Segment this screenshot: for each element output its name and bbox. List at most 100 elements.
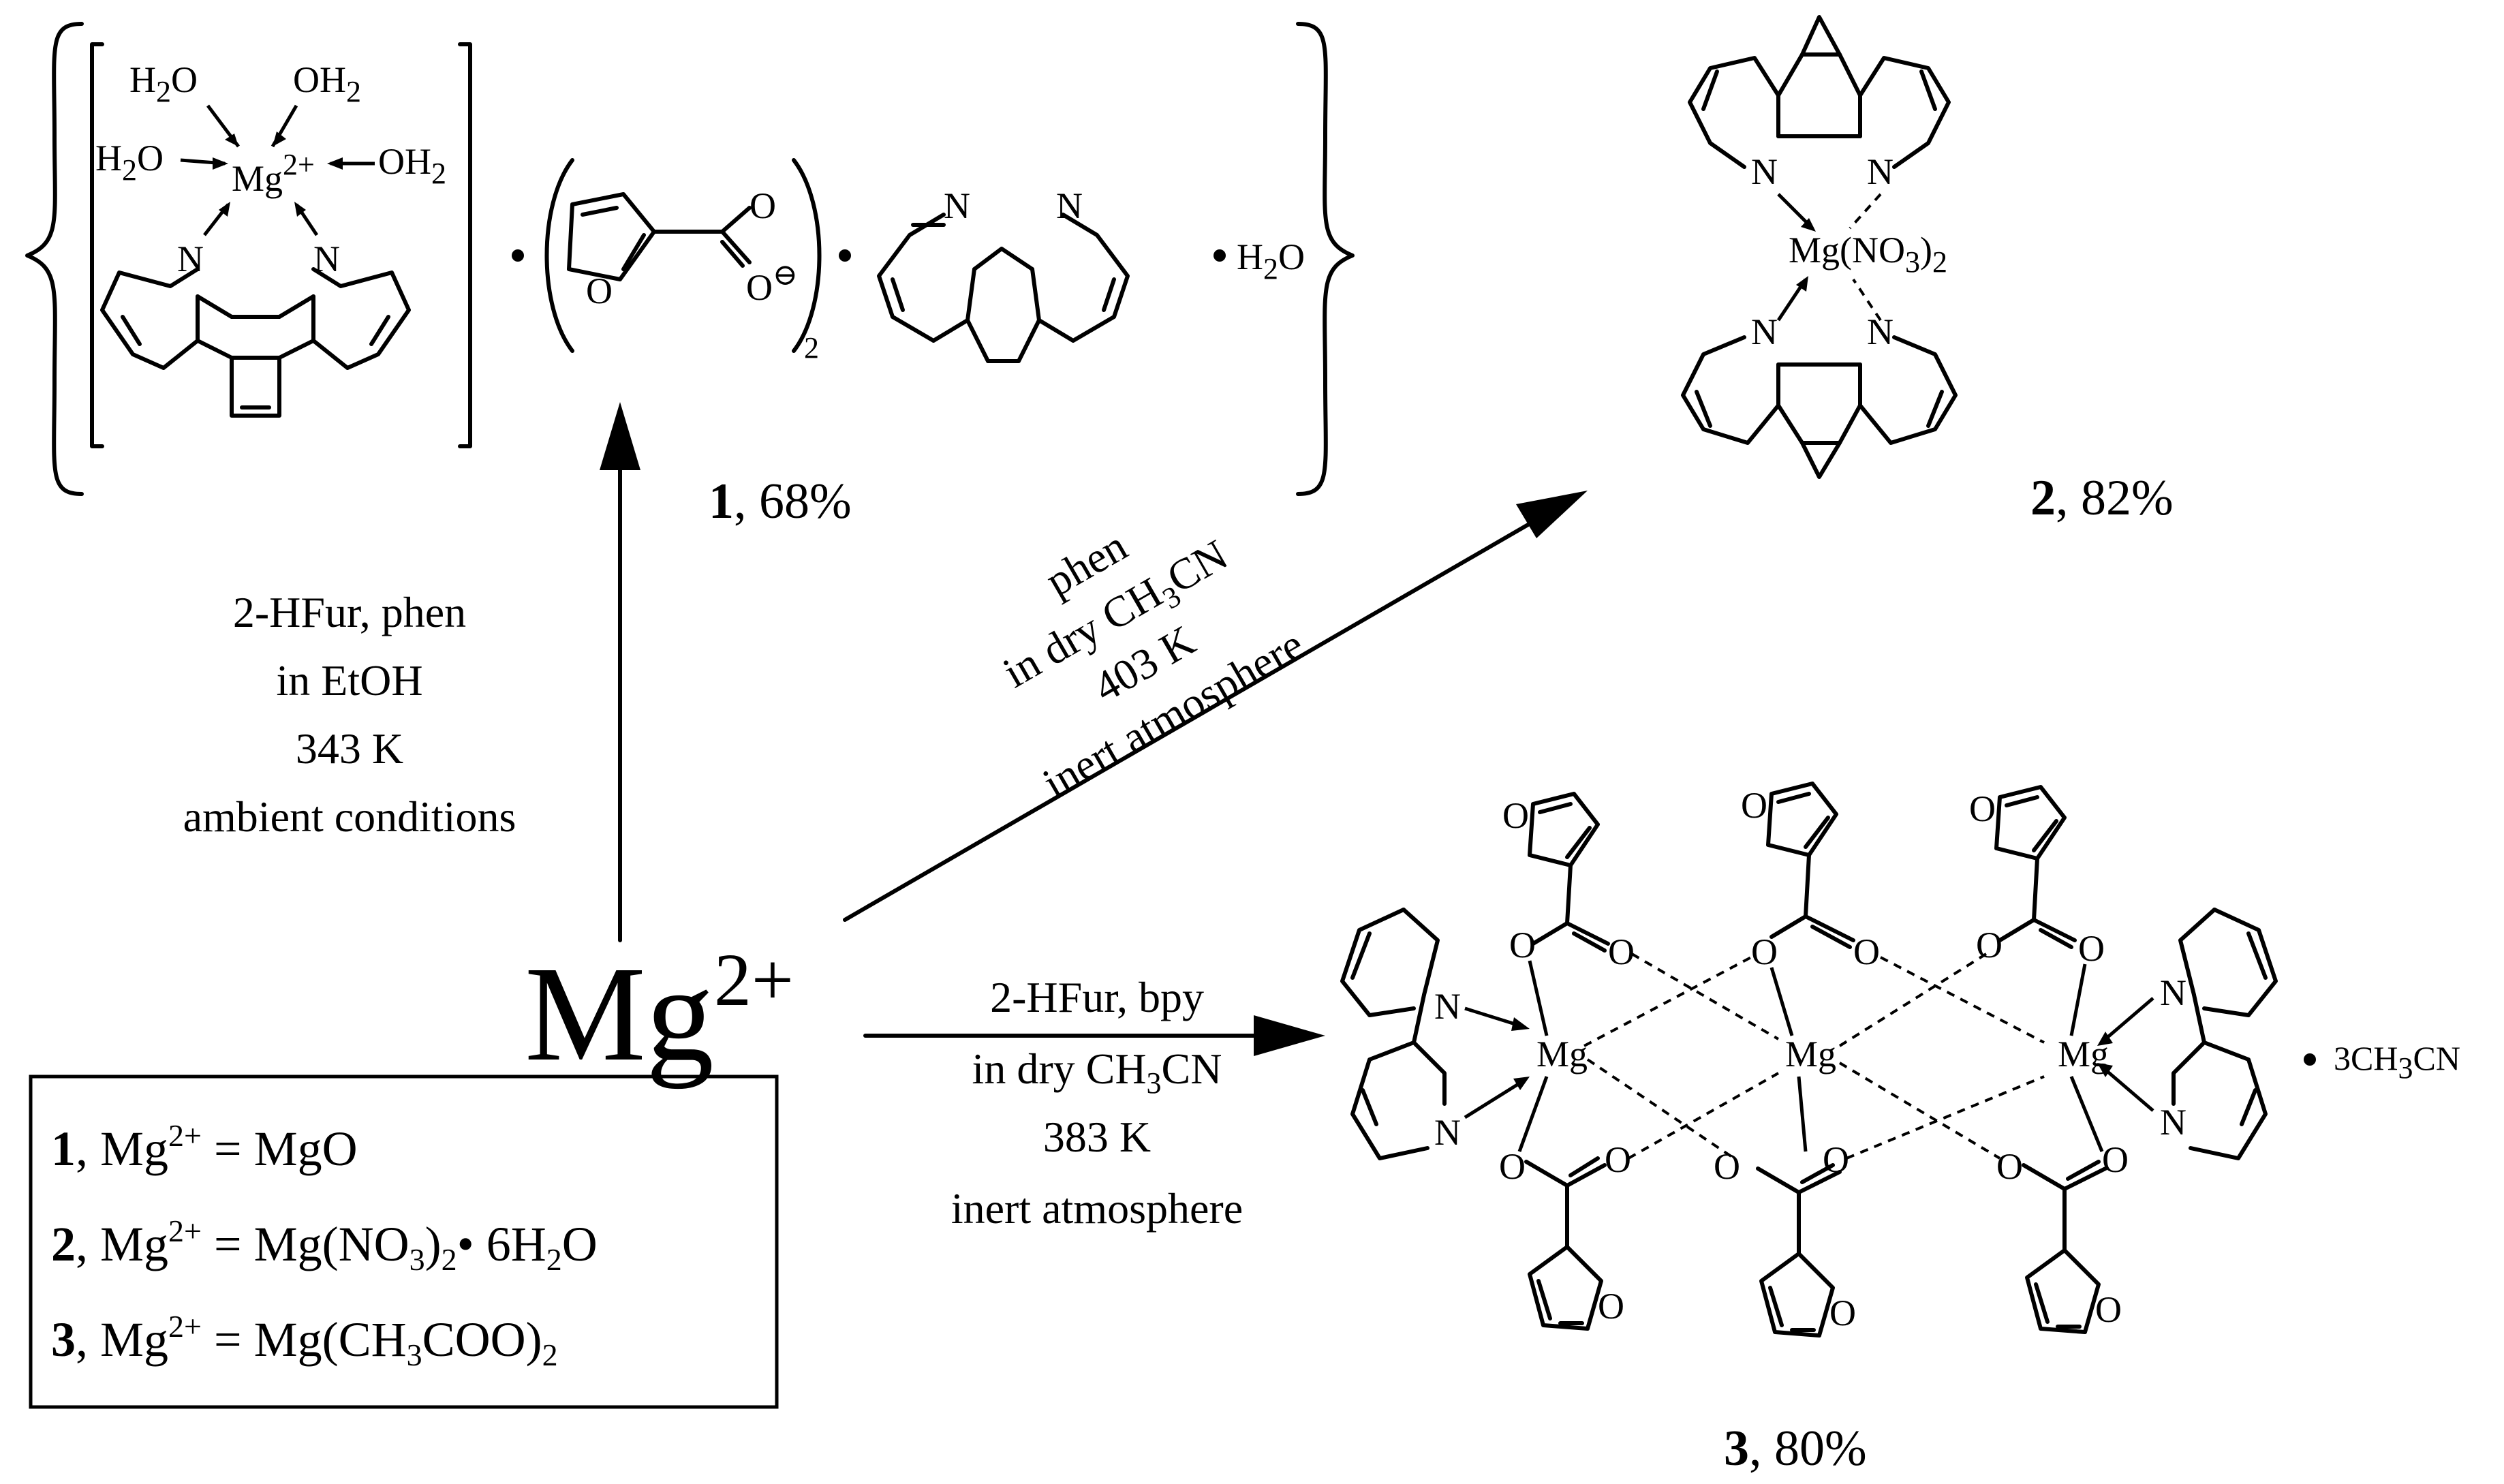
mg-complex-label: Mg2+ xyxy=(232,148,315,199)
bullet xyxy=(839,249,851,262)
oxygen-atom: O xyxy=(1499,1146,1526,1187)
coord-arrow xyxy=(1464,1006,1520,1027)
cond-reagents: 2-HFur, bpy xyxy=(990,973,1204,1021)
cond-temperature: 343 K xyxy=(296,724,403,773)
furoate-bottom-right xyxy=(2022,1160,2107,1334)
bipyridine-right xyxy=(2171,908,2278,1160)
water-molecule: H2O xyxy=(1237,236,1305,285)
compound-2-yield: 2, 82% xyxy=(2030,470,2174,526)
arrowhead xyxy=(1801,218,1816,232)
water-ligand-1: H2O xyxy=(129,59,198,108)
furoate-bottom-middle xyxy=(1756,1163,1842,1338)
nitrogen-atom: N xyxy=(1867,151,1894,192)
free-phenanthroline xyxy=(877,213,1130,363)
nitrogen-atom: N xyxy=(1056,185,1083,226)
legend-box: 1, Mg2+ = MgO 2, Mg2+ = Mg(NO3)2• 6H2O 3, … xyxy=(29,1075,779,1409)
oxygen-atom: O xyxy=(1751,931,1778,972)
oxygen-atom: O xyxy=(1605,1139,1631,1180)
paren-right xyxy=(792,158,822,353)
cond-reagents: 2-HFur, phen xyxy=(233,588,466,636)
arrowhead xyxy=(1796,276,1808,292)
compound-1-yield: 1, 68% xyxy=(709,474,852,529)
oxygen-atom: O xyxy=(1976,925,2003,965)
arrowhead xyxy=(1513,1077,1530,1090)
furoate-top-right xyxy=(1994,785,2077,949)
oxygen-atom: O xyxy=(1853,931,1880,972)
arrowhead xyxy=(2097,1032,2113,1046)
oxygen-atom: O xyxy=(1829,1293,1856,1333)
cond-atmosphere: ambient conditions xyxy=(183,792,516,841)
furoate-top-middle xyxy=(1766,782,1855,949)
oxygen-atom: O xyxy=(749,185,776,226)
mg-center-middle: Mg xyxy=(1785,1034,1836,1075)
curly-brace-right xyxy=(1296,22,1355,496)
arrowhead xyxy=(213,157,228,170)
coord-arrow xyxy=(1464,1081,1521,1119)
arrowhead xyxy=(2097,1063,2113,1077)
conditions-diagonal: phen in dry CH3CN 403 K inert atmosphere xyxy=(995,521,1312,807)
nitrogen-atom: N xyxy=(2160,972,2186,1013)
coord-arrow xyxy=(2104,1068,2154,1112)
conditions-right: 2-HFur, bpy in dry CH3CN 383 K inert atm… xyxy=(951,973,1243,1233)
compound-3: Mg Mg Mg N N N N xyxy=(1340,782,2460,1477)
mg-o-bonds xyxy=(1517,960,2104,1152)
cond-temperature: 383 K xyxy=(1043,1113,1151,1161)
legend-row: 2, Mg2+ = Mg(NO3)2• 6H2O xyxy=(51,1214,598,1277)
oxygen-atom: O xyxy=(2102,1139,2129,1180)
compound-1: H2O OH2 H2O OH2 Mg2+ N N xyxy=(25,22,1355,529)
phenanthroline-ring xyxy=(100,267,411,418)
phenanthroline-upper xyxy=(1688,15,1951,169)
oxygen-atom: O xyxy=(1509,925,1536,965)
furoate-top-left xyxy=(1528,792,1610,953)
water-ligand-3: H2O xyxy=(95,138,164,187)
water-ligand-2: OH2 xyxy=(293,59,361,108)
cond-solvent: in EtOH xyxy=(276,656,422,705)
oxygen-atom: O xyxy=(1969,788,1996,829)
furoate-bottom-left xyxy=(1524,1156,1607,1331)
mg-ion: Mg2+ xyxy=(525,938,794,1089)
oxygen-anion: O⊖ xyxy=(746,258,798,308)
nitrogen-atom: N xyxy=(1434,986,1461,1027)
conditions-up: 2-HFur, phen in EtOH 343 K ambient condi… xyxy=(183,588,516,841)
furoate-anion xyxy=(567,192,752,281)
cond-solvent: in dry CH3CN xyxy=(972,1045,1222,1100)
arrow-right xyxy=(863,1015,1325,1056)
bullet xyxy=(1214,249,1226,262)
coord-dash xyxy=(1849,193,1882,230)
oxygen-atom: O xyxy=(1741,785,1767,826)
bullet xyxy=(2304,1053,2316,1066)
compound-2: N N Mg(NO3)2 N N 2, 82% xyxy=(1681,15,2174,526)
curly-brace-left xyxy=(25,22,84,496)
arrowhead xyxy=(1511,1017,1530,1031)
oxygen-atom: O xyxy=(1823,1139,1849,1180)
mg-center-left: Mg xyxy=(1536,1034,1588,1075)
arrowhead xyxy=(225,134,238,146)
water-ligand-4: OH2 xyxy=(378,141,446,190)
square-bracket-right xyxy=(458,42,472,448)
legend-row: 1, Mg2+ = MgO xyxy=(51,1118,358,1176)
legend-row: 3, Mg2+ = Mg(CH3COO)2 xyxy=(51,1309,558,1372)
bipyridine-left xyxy=(1340,908,1447,1160)
oxygen-atom: O xyxy=(1608,931,1635,972)
nitrogen-atom: N xyxy=(2160,1102,2186,1143)
nitrogen-atom: N xyxy=(1751,151,1778,192)
paren-left xyxy=(544,158,574,353)
bullet xyxy=(512,249,524,262)
oxygen-atom: O xyxy=(2078,928,2105,969)
coord-arrow xyxy=(2104,997,2154,1040)
nitrogen-atom: N xyxy=(1751,311,1778,352)
square-bracket-left xyxy=(90,42,104,448)
oxygen-atom: O xyxy=(2095,1289,2122,1330)
arrow-up xyxy=(600,402,640,942)
nitrogen-atom: N xyxy=(1434,1112,1461,1153)
multiplier: 2 xyxy=(804,331,819,365)
nitrogen-atom: N xyxy=(1867,311,1894,352)
phenanthroline-lower xyxy=(1681,335,1958,479)
arrowhead xyxy=(327,157,343,170)
mg-nitrate-center: Mg(NO3)2 xyxy=(1789,230,1947,279)
compound-3-yield: 3, 80% xyxy=(1724,1421,1867,1477)
cond-atmosphere: inert atmosphere xyxy=(951,1184,1243,1233)
arrowhead xyxy=(219,202,230,217)
